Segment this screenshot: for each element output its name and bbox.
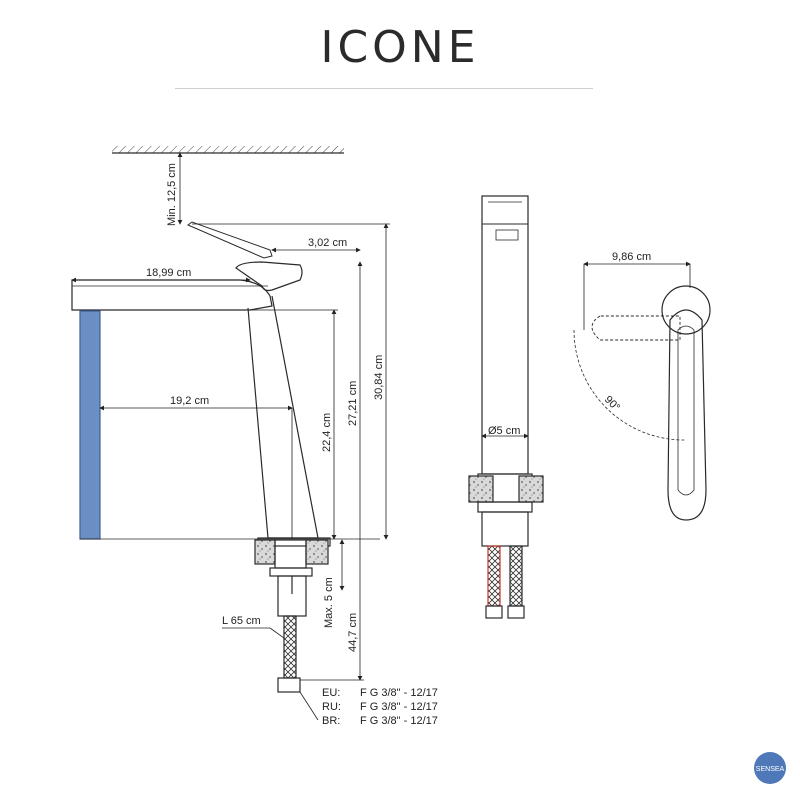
mounting-nut [269,567,313,577]
dim-handle-reach: 9,86 cm [612,251,651,263]
page-title: ICONE [320,22,480,73]
front-granite-right [518,475,544,503]
connection-spec: EU: F G 3/8" - 12/17 RU: F G 3/8" - 12/1… [322,687,438,727]
dim-body-height: 22,4 cm [321,413,333,452]
top-handle [667,309,707,521]
dim-max-deck: Max. 5 cm [323,577,335,628]
front-top-cap [481,195,529,225]
dim-lever-offset: 3,02 cm [308,237,347,249]
supply-hose [283,615,297,679]
spec-thread-br: F G 3/8" - 12/17 [360,715,438,727]
water-stream [79,310,101,540]
front-hose-left [487,545,501,607]
spec-region-br: BR: [322,715,340,727]
dim-spout-to-center: 19,2 cm [170,395,209,407]
lever-raised [187,221,273,259]
faucet-body [247,295,319,539]
dim-min-ceiling: Min. 12,5 cm [166,163,178,226]
ceiling-hatch [112,146,344,153]
dim-rotation: 90° [602,394,622,414]
spec-region-eu: EU: [322,687,340,699]
granite-block-right [305,539,329,565]
hose-nut [277,677,301,693]
top-dimensions [583,261,691,330]
front-granite-left [468,475,494,503]
spec-region-ru: RU: [322,701,341,713]
dim-total-height: 27,21 cm [347,381,359,426]
top-handle-ghost [591,315,681,341]
svg-text:SENSEA: SENSEA [756,766,785,773]
side-dimensions [71,152,390,721]
front-hose-right [509,545,523,607]
dim-overall-height: 30,84 cm [373,355,385,400]
spec-thread-ru: F G 3/8" - 12/17 [360,701,438,713]
mounting-shank [274,539,307,569]
top-body-circle [661,285,711,335]
dim-spout-reach: 18,99 cm [146,267,191,279]
front-view [468,195,544,619]
side-view [71,146,380,693]
spec-thread-eu: F G 3/8" - 12/17 [360,687,438,699]
granite-block-left [254,539,276,565]
spout [71,279,273,311]
brand-logo: SENSEA [754,752,786,784]
dim-diameter: Ø5 cm [488,425,520,437]
dim-hose-below: 44,7 cm [347,613,359,652]
dim-hose-length: L 65 cm [222,615,261,627]
top-view [573,285,711,521]
title-divider [175,88,593,89]
